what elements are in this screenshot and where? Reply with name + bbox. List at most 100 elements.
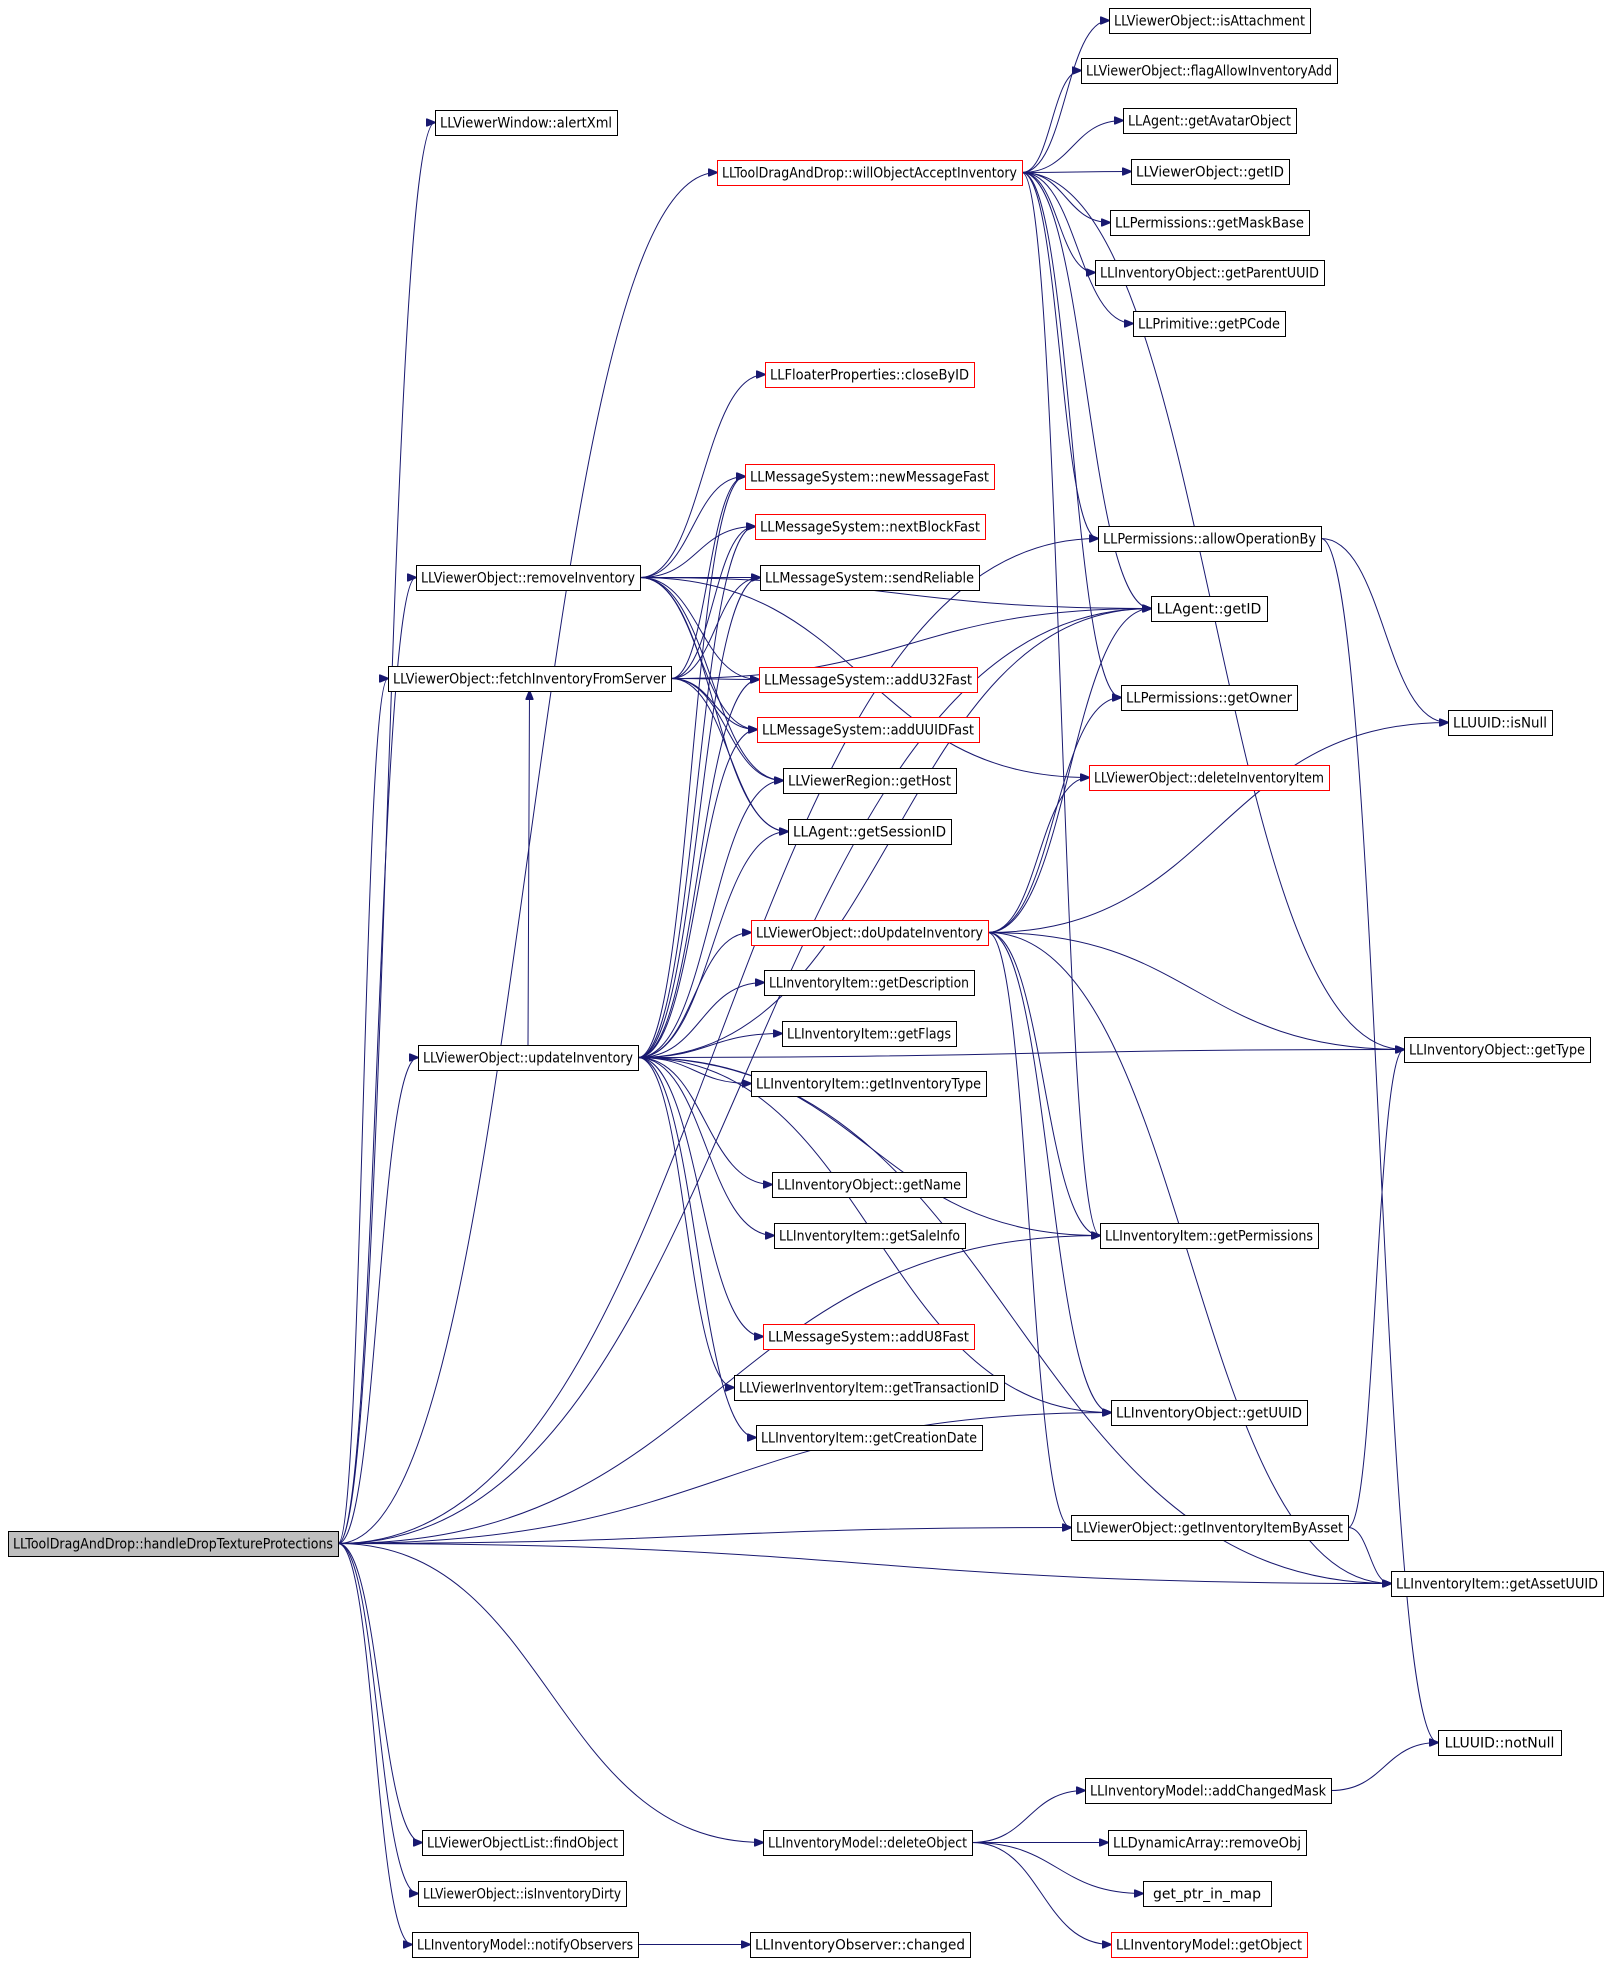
node-new-message-fast[interactable]: LLMessageSystem::newMessageFast [745,464,995,490]
node-get-inventory-type[interactable]: LLInventoryItem::getInventoryType [751,1071,987,1097]
edge-do-update-inv-to-get-owner [987,698,1121,933]
node-label: LLViewerObject::updateInventory [423,1051,633,1067]
node-is-attachment[interactable]: LLViewerObject::isAttachment [1109,8,1311,34]
node-get-creation-date[interactable]: LLInventoryItem::getCreationDate [756,1425,983,1451]
node-root[interactable]: LLToolDragAndDrop::handleDropTextureProt… [8,1531,339,1557]
node-label: LLInventoryObserver::changed [755,1938,965,1954]
node-update-inventory[interactable]: LLViewerObject::updateInventory [418,1045,639,1071]
edge-will-accept-to-get-parent-uuid [1021,172,1095,273]
node-box [1123,108,1297,134]
edge-will-accept-to-agent-get-id [1021,172,1151,609]
node-delete-inv-item[interactable]: LLViewerObject::deleteInventoryItem [1089,765,1330,791]
edge-do-update-inv-to-agent-get-id [987,609,1151,933]
node-delete-object[interactable]: LLInventoryModel::deleteObject [763,1830,973,1856]
node-box [435,110,618,136]
edge-will-accept-to-flag-allow [1021,71,1081,173]
edge-root-to-will-accept [337,173,717,1544]
node-get-pcode[interactable]: LLPrimitive::getPCode [1133,311,1286,337]
node-label: LLInventoryModel::deleteObject [768,1836,967,1852]
edge-will-accept-to-vo-get-id [1021,172,1131,173]
node-get-flags[interactable]: LLInventoryItem::getFlags [782,1021,957,1047]
node-get-host[interactable]: LLViewerRegion::getHost [783,768,957,794]
node-add-u8-fast[interactable]: LLMessageSystem::addU8Fast [763,1324,975,1350]
node-label: LLToolDragAndDrop::willObjectAcceptInven… [722,166,1017,182]
node-box [750,1932,971,1958]
edge-fetch-inv-to-get-session-id [670,678,788,832]
node-get-object[interactable]: LLInventoryModel::getObject [1111,1932,1308,1958]
node-vo-get-id[interactable]: LLViewerObject::getID [1131,159,1290,185]
node-changed[interactable]: LLInventoryObserver::changed [750,1932,971,1958]
node-label: LLInventoryObject::getUUID [1116,1406,1302,1422]
node-is-null[interactable]: LLUUID::isNull [1448,710,1553,736]
node-close-by-id[interactable]: LLFloaterProperties::closeByID [765,362,975,388]
node-alert-xml[interactable]: LLViewerWindow::alertXml [435,110,618,136]
node-label: LLViewerObject::flagAllowInventoryAdd [1086,64,1332,80]
node-send-reliable[interactable]: LLMessageSystem::sendReliable [760,565,980,591]
node-box [1109,8,1311,34]
node-label: LLViewerObjectList::findObject [427,1836,618,1852]
node-get-avatar-object[interactable]: LLAgent::getAvatarObject [1123,108,1297,134]
node-remove-obj[interactable]: LLDynamicArray::removeObj [1108,1830,1307,1856]
node-box [757,717,980,743]
node-get-session-id[interactable]: LLAgent::getSessionID [788,819,952,845]
node-agent-get-id[interactable]: LLAgent::getID [1151,596,1268,622]
node-remove-inventory[interactable]: LLViewerObject::removeInventory [416,565,641,591]
node-get-transaction-id[interactable]: LLViewerInventoryItem::getTransactionID [734,1375,1005,1401]
node-label: LLMessageSystem::addU32Fast [764,673,972,689]
edge-update-inventory-to-add-u8-fast [637,1057,763,1337]
node-box [1085,1778,1332,1804]
node-get-asset-uuid[interactable]: LLInventoryItem::getAssetUUID [1391,1571,1604,1597]
edge-do-update-inv-to-get-type [987,932,1404,1050]
node-flag-allow[interactable]: LLViewerObject::flagAllowInventoryAdd [1081,58,1338,84]
edge-delete-object-to-get-object [971,1842,1111,1945]
node-add-u32-fast[interactable]: LLMessageSystem::addU32Fast [759,667,978,693]
node-label: LLInventoryObject::getName [777,1178,961,1194]
edge-update-inventory-to-send-reliable [637,578,760,1058]
node-box [756,1425,983,1451]
edge-update-inventory-to-get-transaction-id [637,1057,734,1388]
node-get-parent-uuid[interactable]: LLInventoryObject::getParentUUID [1095,260,1325,286]
node-will-accept[interactable]: LLToolDragAndDrop::willObjectAcceptInven… [717,160,1023,186]
edge-root-to-update-inventory [337,1058,418,1544]
node-box [1095,260,1325,286]
node-get-name[interactable]: LLInventoryObject::getName [772,1172,967,1198]
node-get-description[interactable]: LLInventoryItem::getDescription [764,970,975,996]
node-add-uuidfast[interactable]: LLMessageSystem::addUUIDFast [757,717,980,743]
node-is-inventory-dirty[interactable]: LLViewerObject::isInventoryDirty [418,1881,627,1907]
node-next-block-fast[interactable]: LLMessageSystem::nextBlockFast [755,514,986,540]
node-allow-op[interactable]: LLPermissions::allowOperationBy [1098,526,1322,552]
edge-get-inv-item-by-asset-to-get-type [1347,1050,1404,1528]
node-get-owner[interactable]: LLPermissions::getOwner [1121,685,1298,711]
node-box [1100,1223,1319,1249]
node-box [774,1223,966,1249]
node-label: LLInventoryItem::getInventoryType [756,1077,981,1093]
node-get-mask-base[interactable]: LLPermissions::getMaskBase [1110,210,1310,236]
node-box [760,565,980,591]
node-not-null[interactable]: LLUUID::notNull [1438,1730,1562,1756]
node-box [418,1881,627,1907]
node-get-ptr-in-map[interactable]: get_ptr_in_map [1143,1881,1272,1907]
edge-do-update-inv-to-is-null [987,723,1448,933]
node-get-uuid[interactable]: LLInventoryObject::getUUID [1111,1400,1308,1426]
node-label: LLPermissions::getOwner [1126,691,1292,707]
node-add-changed-mask[interactable]: LLInventoryModel::addChangedMask [1085,1778,1332,1804]
node-do-update-inv[interactable]: LLViewerObject::doUpdateInventory [751,920,989,946]
node-label: LLInventoryItem::getSaleInfo [779,1229,960,1245]
node-box [1089,765,1330,791]
node-label: LLViewerWindow::alertXml [440,116,612,132]
node-label: LLPermissions::allowOperationBy [1103,532,1316,548]
node-get-sale-info[interactable]: LLInventoryItem::getSaleInfo [774,1223,966,1249]
node-get-permissions[interactable]: LLInventoryItem::getPermissions [1100,1223,1319,1249]
node-label: LLInventoryModel::notifyObservers [417,1938,633,1954]
node-get-inv-item-by-asset[interactable]: LLViewerObject::getInventoryItemByAsset [1071,1515,1349,1541]
node-fetch-inv[interactable]: LLViewerObject::fetchInventoryFromServer [388,666,672,692]
node-box [745,464,995,490]
node-get-type[interactable]: LLInventoryObject::getType [1404,1037,1591,1063]
edge-fetch-inv-to-get-host [670,678,783,781]
node-notify-observers[interactable]: LLInventoryModel::notifyObservers [412,1932,639,1958]
node-box [734,1375,1005,1401]
node-label: LLAgent::getID [1157,602,1262,618]
node-label: LLInventoryObject::getType [1409,1043,1585,1059]
node-find-object[interactable]: LLViewerObjectList::findObject [422,1830,624,1856]
